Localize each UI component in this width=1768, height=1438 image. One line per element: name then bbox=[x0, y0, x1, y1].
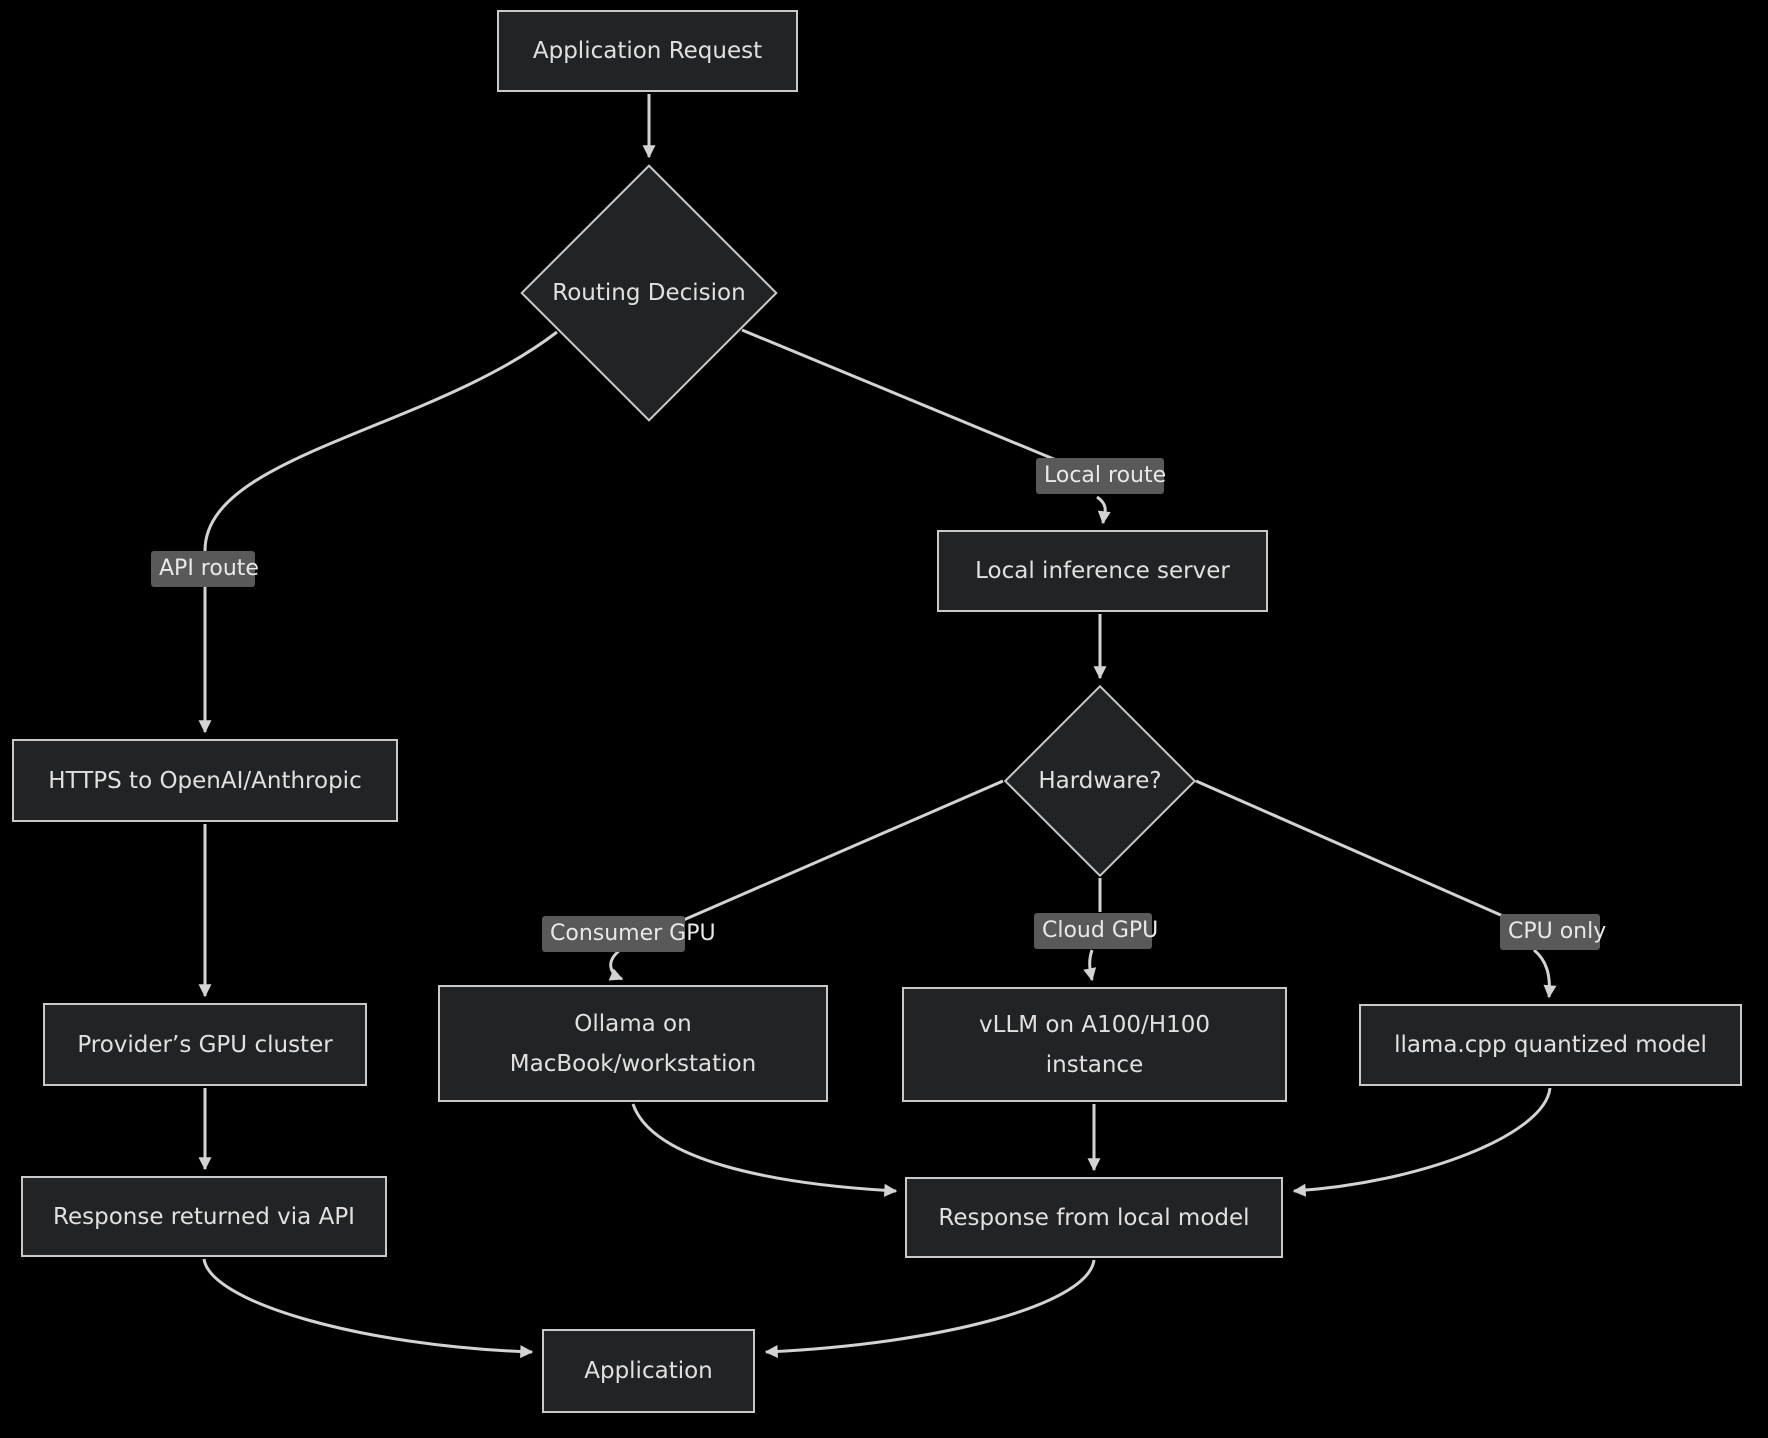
edge-label-cloud-gpu: Cloud GPU bbox=[1034, 913, 1158, 949]
edge-response-local-to-application bbox=[764, 1259, 1096, 1358]
edge-label-consumer-gpu: Consumer GPU bbox=[542, 916, 716, 952]
edge-response-api-to-application bbox=[202, 1258, 534, 1359]
edge-hardware-to-consumer-label bbox=[671, 779, 1004, 927]
node-ollama-macbook-workstation: Ollama on MacBook/workstation bbox=[438, 985, 828, 1102]
node-local-inference-server: Local inference server bbox=[937, 530, 1268, 612]
decision-hardware-label: Hardware? bbox=[1038, 768, 1162, 794]
node-response-returned-via-api: Response returned via API bbox=[21, 1176, 387, 1257]
node-provider-gpu-cluster: Provider’s GPU cluster bbox=[43, 1003, 367, 1086]
decision-routing-label: Routing Decision bbox=[552, 280, 746, 306]
edge-routing-to-https-api-route bbox=[198, 330, 558, 734]
edge-cpu-label-to-llama bbox=[1533, 948, 1557, 999]
edge-label-cpu-only: CPU only bbox=[1500, 914, 1606, 950]
edge-ollama-to-response-local bbox=[631, 1103, 898, 1197]
node-https-to-openai-anthropic: HTTPS to OpenAI/Anthropic bbox=[12, 739, 398, 822]
edge-llama-to-response-local bbox=[1292, 1087, 1552, 1197]
edge-hardware-to-cpu-label bbox=[1195, 779, 1513, 922]
edge-local-label-to-server bbox=[1096, 495, 1111, 525]
edge-routing-to-local-label bbox=[741, 328, 1086, 474]
node-application: Application bbox=[542, 1329, 755, 1413]
node-vllm-a100-h100-instance: vLLM on A100/H100 instance bbox=[902, 987, 1287, 1102]
edge-label-api-route: API route bbox=[151, 551, 259, 587]
edge-consumer-label-to-ollama bbox=[608, 948, 624, 981]
node-response-from-local-model: Response from local model bbox=[905, 1177, 1283, 1258]
edge-label-local-route: Local route bbox=[1036, 458, 1166, 494]
edge-cloud-label-to-vllm bbox=[1083, 949, 1097, 982]
node-application-request: Application Request bbox=[497, 10, 798, 92]
node-llama-cpp-quantized-model: llama.cpp quantized model bbox=[1359, 1004, 1742, 1086]
